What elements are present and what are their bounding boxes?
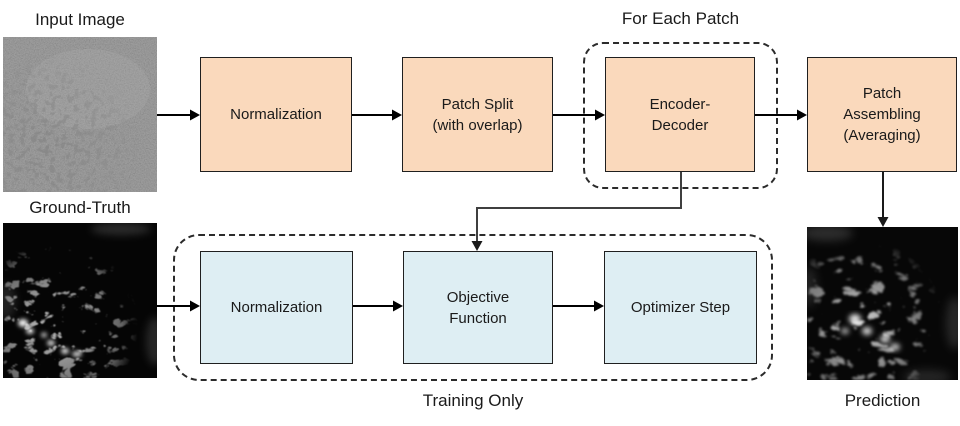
ground-truth-caption: Ground-Truth — [29, 198, 131, 217]
objective-function-box: Objective Function — [403, 251, 553, 364]
ground-truth-thumbnail — [3, 223, 157, 378]
training-only-caption: Training Only — [422, 391, 524, 410]
normalization-bottom-label: Normalization — [230, 299, 323, 316]
input-image-caption: Input Image — [35, 10, 125, 29]
encoder-decoder-box: Encoder- Decoder — [605, 57, 755, 172]
training-only-group — [173, 234, 773, 381]
normalization-bottom-box: Normalization — [200, 251, 353, 364]
prediction-thumbnail — [807, 227, 958, 380]
patch-assembling-label: Patch Assembling (Averaging) — [843, 85, 921, 144]
input-image-thumbnail — [3, 37, 157, 192]
encoder-decoder-label: Encoder- Decoder — [649, 95, 711, 134]
objective-function-label: Objective Function — [446, 288, 510, 327]
arrow-normalization-to-patch-split — [352, 109, 402, 121]
normalization-top-label: Normalization — [230, 106, 322, 123]
arrow-assembling-to-prediction — [877, 172, 889, 227]
arrow-input-to-normalization — [157, 109, 200, 121]
optimizer-step-label: Optimizer Step — [630, 299, 731, 316]
for-each-patch-caption: For Each Patch — [621, 9, 740, 28]
normalization-top-box: Normalization — [200, 57, 352, 172]
patch-split-box: Patch Split (with overlap) — [402, 57, 553, 172]
patch-split-label: Patch Split (with overlap) — [432, 95, 523, 134]
patch-assembling-box: Patch Assembling (Averaging) — [807, 57, 957, 172]
optimizer-step-box: Optimizer Step — [604, 251, 757, 364]
prediction-caption: Prediction — [844, 391, 921, 410]
